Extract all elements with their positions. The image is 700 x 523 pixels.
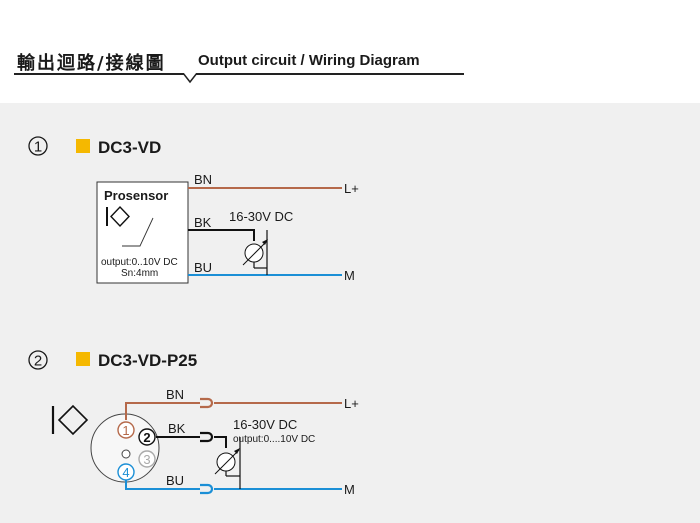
wire-black	[188, 229, 255, 241]
pin-4-label: 4	[122, 465, 129, 480]
analog-ramp-icon	[122, 217, 154, 247]
voltmeter-icon	[242, 230, 268, 275]
title-caret-icon	[183, 73, 197, 84]
section-1: 1 DC3-VD Prosensor output:0..10V DC Sn:4…	[28, 136, 359, 284]
wire-black-out	[214, 436, 227, 448]
wire-label-bn: BN	[194, 172, 212, 187]
model-marker-icon	[76, 139, 90, 153]
spec-sensing-distance: Sn:4mm	[121, 268, 158, 279]
terminal-minus: M	[344, 482, 355, 497]
section-number: 2	[34, 353, 42, 370]
section-number-circle	[28, 350, 48, 370]
connector-hole	[121, 449, 131, 459]
wire-label-bk: BK	[168, 421, 186, 436]
voltmeter-icon	[214, 437, 241, 489]
sensor-symbol-icon	[106, 205, 130, 228]
page-title-english: Output circuit / Wiring Diagram	[198, 52, 420, 69]
terminal-plus: L+	[344, 181, 359, 196]
spec-output: output:0..10V DC	[101, 257, 178, 268]
pin-2: 2	[138, 428, 156, 446]
model-name: DC3-VD	[98, 138, 161, 157]
model-marker-icon	[76, 352, 90, 366]
supply-voltage: 16-30V DC	[233, 417, 297, 432]
section-2: 2 DC3-VD-P25 1 2 3	[28, 350, 359, 497]
wire-brown	[125, 402, 200, 420]
sensor-symbol-icon	[51, 404, 89, 436]
pin-3: 3	[138, 450, 156, 468]
plug-brown-icon	[200, 397, 214, 409]
plug-black-icon	[200, 431, 214, 443]
wire-label-bn: BN	[166, 387, 184, 402]
pin-3-label: 3	[143, 452, 150, 467]
wire-blue	[125, 480, 200, 490]
supply-voltage: 16-30V DC	[229, 209, 293, 224]
model-name: DC3-VD-P25	[98, 351, 197, 370]
brand-label: Prosensor	[104, 188, 168, 203]
wire-label-bk: BK	[194, 215, 212, 230]
pin-1-label: 1	[122, 423, 129, 438]
terminal-plus: L+	[344, 396, 359, 411]
section-number-circle	[28, 136, 48, 156]
plug-blue-icon	[200, 483, 214, 495]
page-title-chinese: 輸出迴路/接線圖	[17, 53, 166, 74]
pin-4: 4	[117, 463, 135, 481]
header	[0, 0, 700, 103]
sensor-box	[96, 181, 189, 284]
pin-1: 1	[117, 421, 135, 439]
terminal-minus: M	[344, 268, 355, 283]
output-range: output:0....10V DC	[233, 434, 315, 445]
wire-label-bu: BU	[194, 260, 212, 275]
wire-label-bu: BU	[166, 473, 184, 488]
section-number: 1	[34, 139, 42, 156]
pin-2-label: 2	[143, 430, 150, 445]
title-underline	[14, 73, 464, 75]
